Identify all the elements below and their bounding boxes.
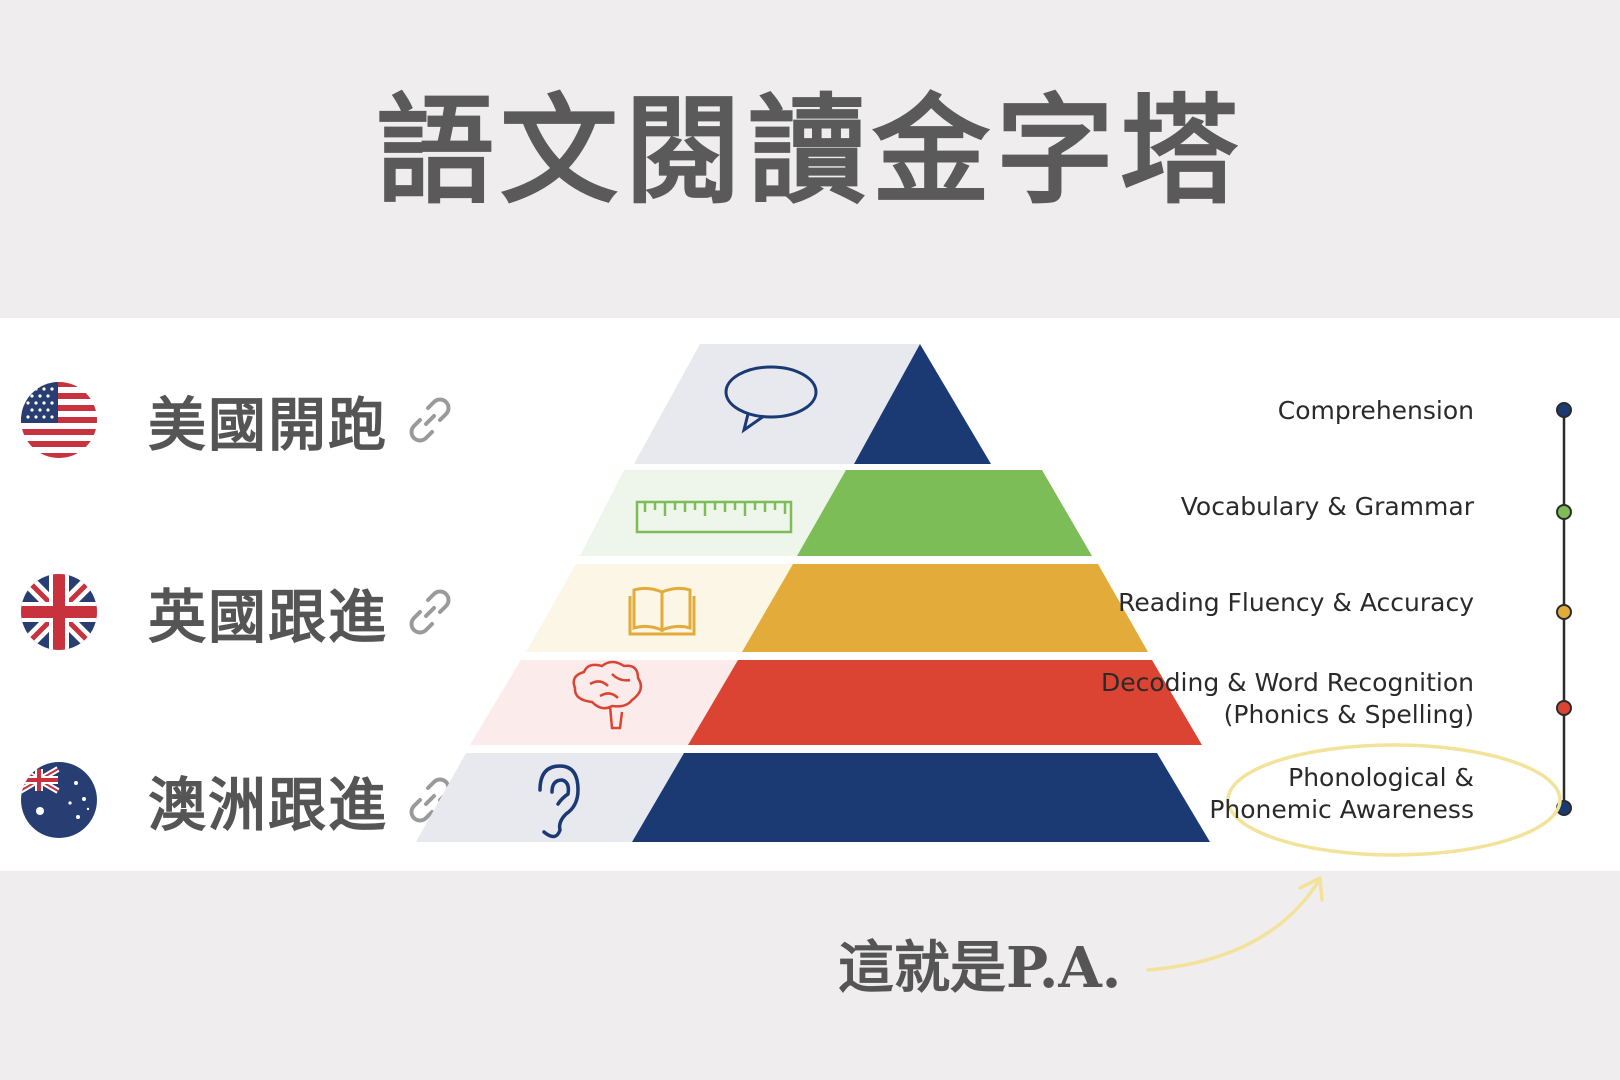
country-row-uk: 英國跟進 [20, 572, 456, 652]
pyramid-bg-decoding [470, 660, 738, 745]
level-label-phonological: Phonological & Phonemic Awareness [1209, 762, 1474, 826]
pyramid-level-decoding [688, 660, 1202, 745]
level-label-comprehension: Comprehension [1277, 396, 1474, 425]
highlight-arrow [1146, 880, 1320, 972]
pyramid-bg-fluency [526, 564, 793, 652]
book-icon [628, 586, 696, 636]
level-label-decoding: Decoding & Word Recognition (Phonics & S… [1101, 667, 1474, 731]
level-label-phonological-line2: Phonemic Awareness [1209, 795, 1474, 824]
pyramid-level-vocabulary [797, 470, 1092, 556]
pyramid-level-phonological [632, 753, 1210, 842]
timeline-dot-fluency [1556, 604, 1572, 620]
timeline-dot-vocabulary [1556, 504, 1572, 520]
australia-flag-icon [21, 762, 97, 838]
arrowhead-icon [1298, 876, 1324, 902]
page-title: 語文閱讀金字塔 [375, 81, 1244, 220]
country-label-australia: 澳洲跟進 [148, 771, 389, 839]
country-row-australia: 澳洲跟進 [20, 760, 456, 840]
level-label-phonological-line1: Phonological & [1288, 763, 1474, 792]
level-label-decoding-line2: (Phonics & Spelling) [1223, 700, 1474, 729]
highlight-ellipse [1226, 743, 1562, 857]
pyramid-bg-comprehension [634, 344, 920, 464]
timeline-dot-decoding [1556, 700, 1572, 716]
level-label-vocabulary: Vocabulary & Grammar [1180, 492, 1474, 521]
link-icon[interactable] [404, 394, 456, 446]
uk-flag-icon [21, 574, 97, 650]
level-label-decoding-line1: Decoding & Word Recognition [1100, 668, 1474, 697]
country-row-us: 美國開跑 [20, 380, 456, 460]
pyramid-bg-phonological [416, 753, 684, 842]
country-label-us: 美國開跑 [148, 391, 389, 459]
us-flag-icon [21, 382, 97, 458]
ruler-icon [635, 500, 793, 534]
link-icon[interactable] [404, 586, 456, 638]
pyramid-level-comprehension [854, 344, 991, 464]
timeline-dot-comprehension [1556, 402, 1572, 418]
ear-icon [538, 764, 580, 839]
pyramid-bg-vocabulary [580, 470, 846, 556]
level-label-fluency: Reading Fluency & Accuracy [1118, 588, 1474, 617]
country-label-uk: 英國跟進 [148, 583, 389, 651]
pyramid-level-fluency [742, 564, 1148, 652]
speech-bubble-icon [724, 365, 818, 434]
pa-note: 這就是P.A. [838, 935, 1122, 1001]
brain-icon [572, 660, 643, 730]
